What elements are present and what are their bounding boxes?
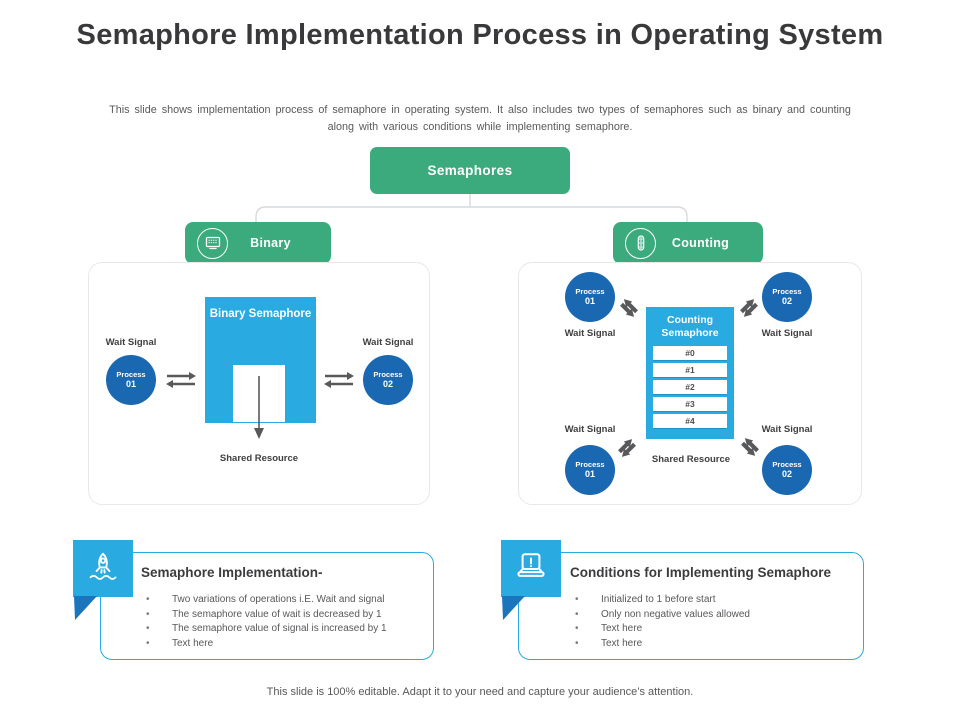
process-01-circle: Process 01 [565,272,615,322]
semaphore-slot: #3 [653,397,727,412]
bullet-marker: • [575,608,579,620]
bullet-item: • Text here [146,637,426,652]
process-01-circle: Process 01 [565,445,615,495]
card-title: Semaphore Implementation- [141,565,323,580]
process-name: Process [575,459,605,469]
card-title: Conditions for Implementing Semaphore [570,565,832,580]
binary-screen-icon [197,227,228,259]
semaphore-slot: #4 [653,414,727,429]
process-02-circle: Process 02 [762,272,812,322]
process-name: Process [575,286,605,296]
bullet-marker: • [575,594,579,605]
semaphore-implementation-card [100,552,434,660]
shared-resource-label: Shared Resource [651,454,731,465]
bullet-item: • Text here [575,622,855,637]
process-number: 02 [781,469,792,480]
laptop-alert-icon [501,540,561,597]
process-number: 01 [125,379,136,390]
bullet-item: • The semaphore value of wait is decrease… [146,608,426,623]
shared-resource-label: Shared Resource [219,453,299,464]
bullet-item: • The semaphore value of signal is increa… [146,622,426,637]
bullet-marker: • [146,637,150,649]
bullet-text: The semaphore value of signal is increas… [172,623,387,634]
wait-signal-label: Wait Signal [362,337,414,348]
counting-semaphore-box: Counting Semaphore #0 #1 #2 #3 #4 [646,307,734,439]
counting-semaphore-box-label: Counting Semaphore [661,314,719,340]
rocket-icon [73,540,133,597]
bullet-marker: • [575,623,579,634]
node-counting[interactable]: Counting [613,222,763,264]
process-number: 01 [584,469,595,480]
binary-semaphore-box-label: Binary Semaphore [209,308,312,320]
bullet-marker: • [575,637,579,649]
page-title: Semaphore Implementation Process in Oper… [76,19,884,51]
process-name: Process [772,286,802,296]
node-semaphores-label: Semaphores [427,163,513,178]
wait-signal-label: Wait Signal [564,424,616,435]
process-number: 01 [584,296,595,307]
wait-signal-label: Wait Signal [105,337,157,348]
traffic-light-icon [625,227,656,259]
process-number: 02 [382,379,393,390]
semaphore-slot: #2 [653,380,727,395]
bullet-text: The semaphore value of wait is decreased… [172,608,382,620]
wait-signal-label: Wait Signal [564,328,616,339]
exchange-arrows-icon [324,372,354,388]
process-name: Process [373,369,403,379]
semaphore-slot: #0 [653,346,727,361]
process-name: Process [116,369,146,379]
bullet-text: Initialized to 1 before start [601,594,716,605]
exchange-arrows-icon [166,372,196,388]
bullet-item: • Only non negative values allowed [575,608,855,623]
tree-connector [255,194,688,222]
binary-panel: Binary Semaphore Wait Signal Process 01 … [88,262,430,505]
node-binary[interactable]: Binary [185,222,331,264]
bullet-text: Only non negative values allowed [601,608,750,620]
bullet-text: Text here [172,637,214,649]
bullet-text: Two variations of operations i.E. Wait a… [172,594,385,605]
footer-note: This slide is 100% editable. Adapt it to… [266,686,694,698]
ribbon-fold [502,596,525,620]
bullet-text: Text here [601,623,643,634]
node-counting-label: Counting [671,236,730,250]
diagonal-exchange-arrows-icon [618,439,636,457]
diagonal-exchange-arrows-icon [620,299,638,317]
process-name: Process [772,459,802,469]
conditions-card [518,552,864,660]
node-semaphores[interactable]: Semaphores [370,147,570,194]
process-number: 02 [781,296,792,307]
process-02-circle: Process 02 [363,355,413,405]
process-01-circle: Process 01 [106,355,156,405]
diagonal-exchange-arrows-icon [741,438,759,456]
bullet-item: • Initialized to 1 before start [575,593,855,608]
diagonal-exchange-arrows-icon [740,299,758,317]
slide-description: This slide shows implementation process … [109,104,851,133]
bullet-marker: • [146,623,150,634]
ribbon-fold [74,596,97,620]
card-bullet-list: • Initialized to 1 before start • Only non… [575,593,855,651]
bullet-marker: • [146,594,150,605]
bullet-item: • Text here [575,637,855,652]
wait-signal-label: Wait Signal [761,328,813,339]
wait-signal-label: Wait Signal [761,424,813,435]
card-bullet-list: • Two variations of operations i.E. Wait … [146,593,426,651]
process-02-circle: Process 02 [762,445,812,495]
bullet-text: Text here [601,637,643,649]
bullet-marker: • [146,608,150,620]
counting-panel: Counting Semaphore #0 #1 #2 #3 #4 Proces… [518,262,862,505]
semaphore-slot: #1 [653,363,727,378]
node-binary-label: Binary [250,236,291,250]
bullet-item: • Two variations of operations i.E. Wait … [146,593,426,608]
down-arrow-icon [254,376,264,439]
